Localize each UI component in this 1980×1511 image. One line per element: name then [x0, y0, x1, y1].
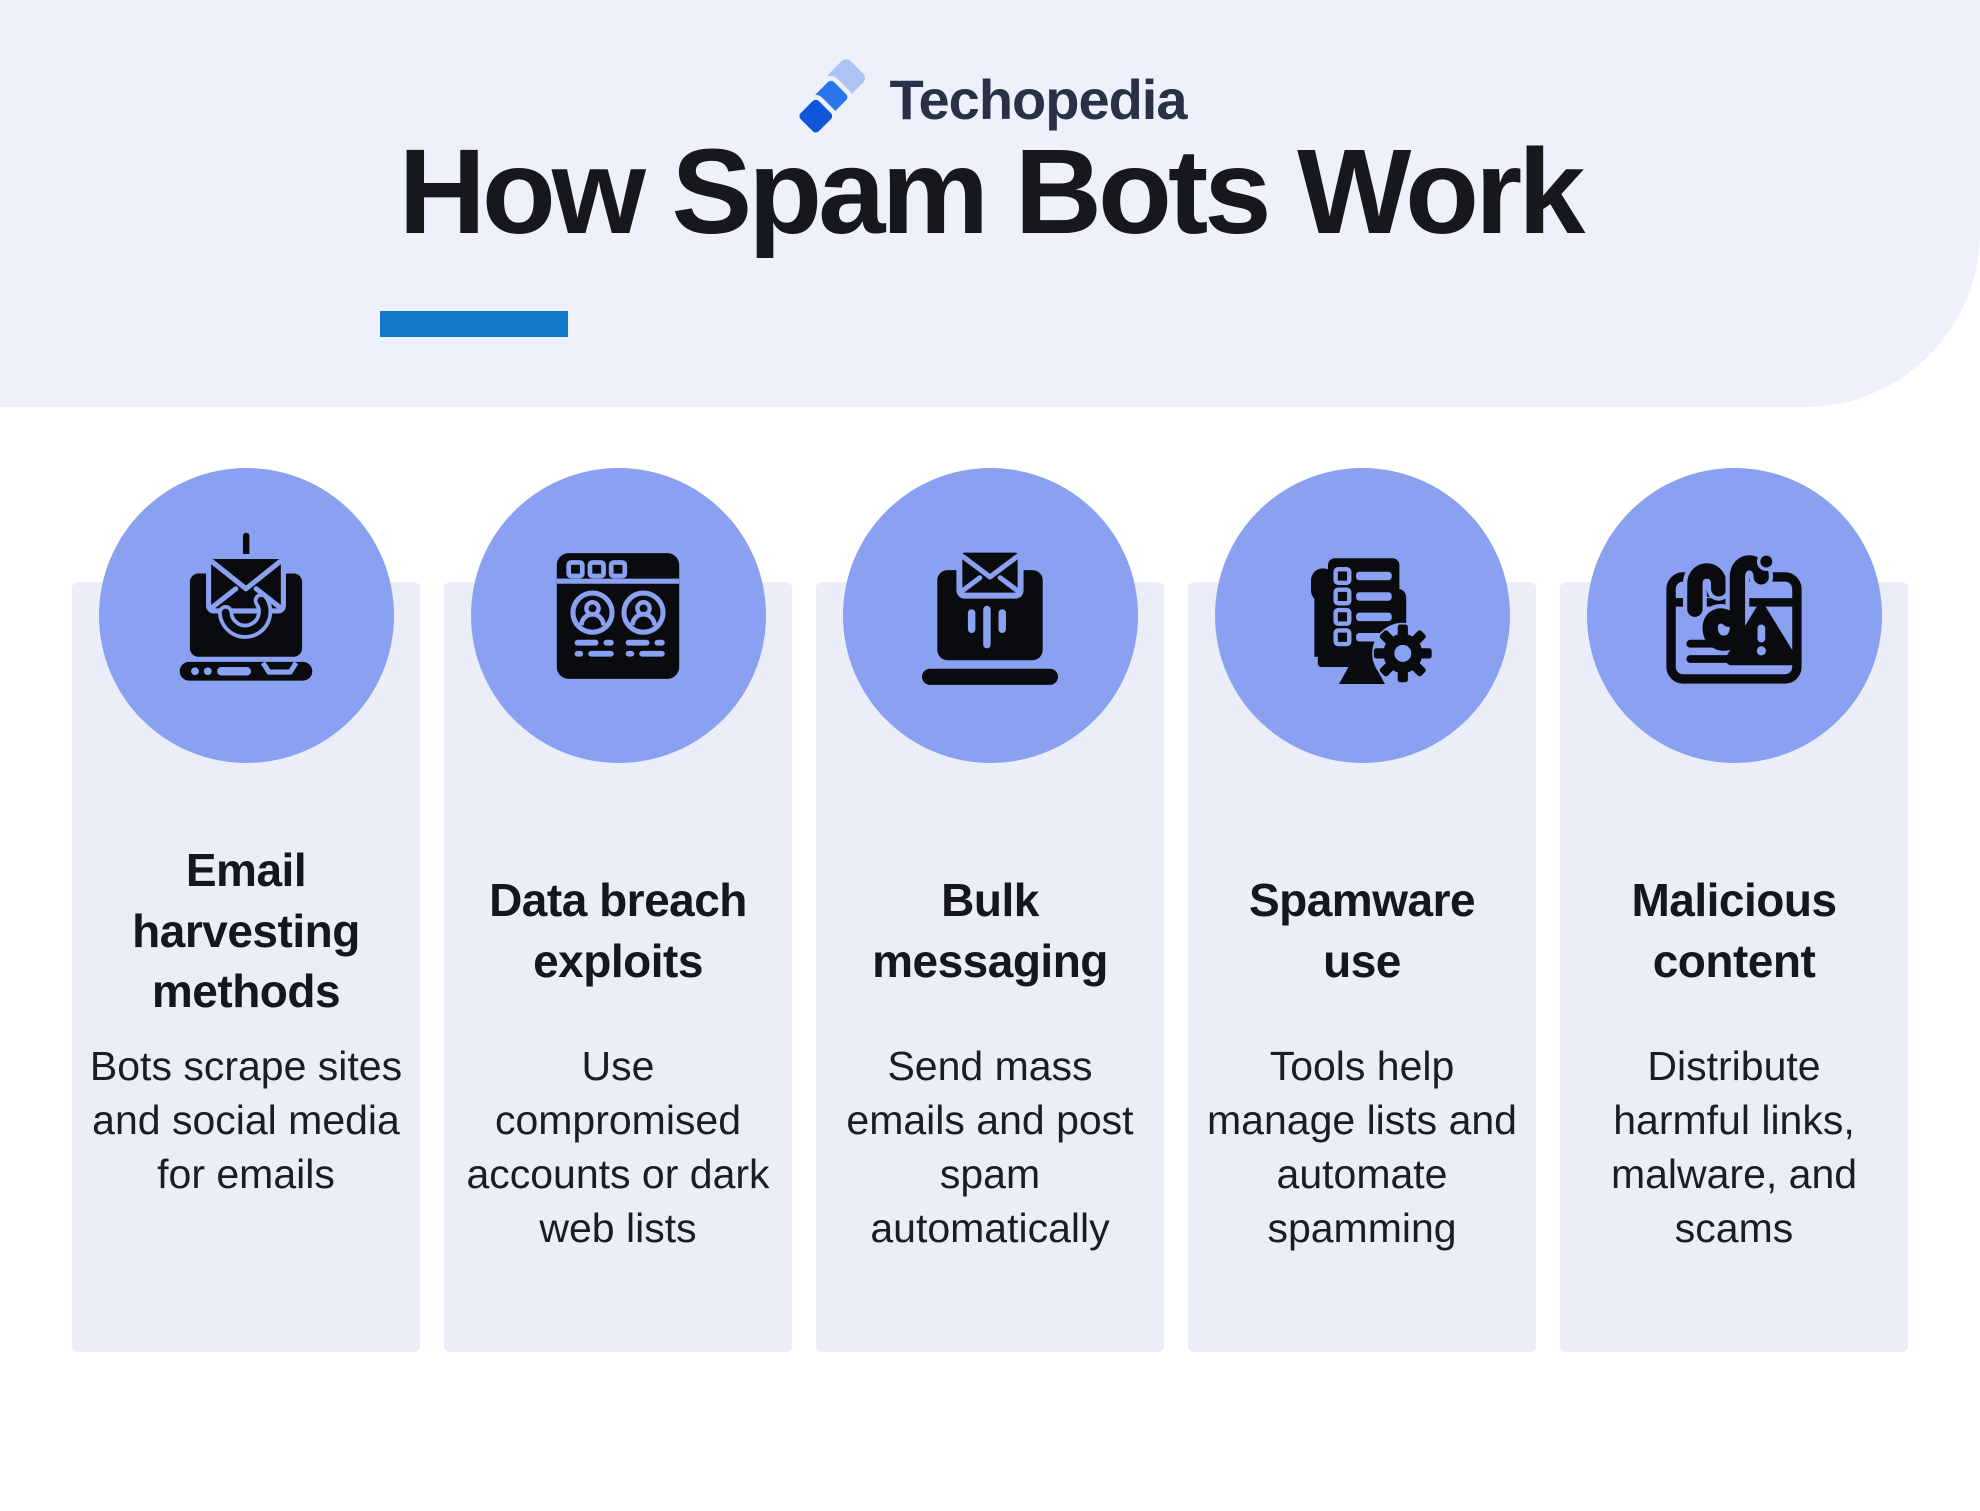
- step-description: Distribute harmful links, malware, and s…: [1610, 1043, 1858, 1252]
- icon-circle: [98, 468, 394, 763]
- techopedia-logo: Techopedia: [0, 54, 1980, 144]
- step-description: Use compromised accounts or dark web lis…: [466, 1043, 770, 1252]
- steps-row: Email harvesting methods Bots scrape sit…: [72, 468, 1908, 1352]
- page-title: How Spam Bots Work: [398, 123, 1586, 259]
- step-title: Email harvesting methods: [132, 843, 360, 1018]
- document-list-gear-icon: [1311, 557, 1434, 684]
- step-description: Send mass emails and post spam automatic…: [846, 1043, 1134, 1252]
- browser-worm-warning-icon: [1666, 550, 1802, 684]
- laptop-email-hook-icon: [179, 532, 313, 681]
- step-malicious-content: Malicious content Distribute harmful lin…: [1560, 468, 1908, 1352]
- step-description: Bots scrape sites and social media for e…: [89, 1043, 403, 1198]
- step-title: Spamware use: [1248, 874, 1476, 987]
- title-underline: [380, 311, 568, 337]
- laptop-envelope-send-icon: [922, 546, 1058, 685]
- step-email-harvesting: Email harvesting methods Bots scrape sit…: [72, 468, 420, 1352]
- icon-circle: [470, 468, 766, 763]
- icon-circle: [1586, 468, 1882, 763]
- icon-circle: [1214, 468, 1510, 763]
- icon-circle: [842, 468, 1138, 763]
- brand-name: Techopedia: [889, 67, 1187, 131]
- step-title: Malicious content: [1631, 874, 1837, 987]
- step-bulk-messaging: Bulk messaging Send mass emails and post…: [816, 468, 1164, 1352]
- step-description: Tools help manage lists and automate spa…: [1207, 1043, 1517, 1252]
- step-title: Bulk messaging: [872, 874, 1108, 987]
- step-title: Data breach exploits: [489, 874, 747, 987]
- browser-accounts-icon: [556, 552, 680, 679]
- step-data-breach: Data breach exploits Use compromised acc…: [444, 468, 792, 1352]
- techopedia-layers-icon: [795, 59, 866, 138]
- step-spamware-use: Spamware use Tools help manage lists and…: [1188, 468, 1536, 1352]
- header-background: [0, 0, 1980, 407]
